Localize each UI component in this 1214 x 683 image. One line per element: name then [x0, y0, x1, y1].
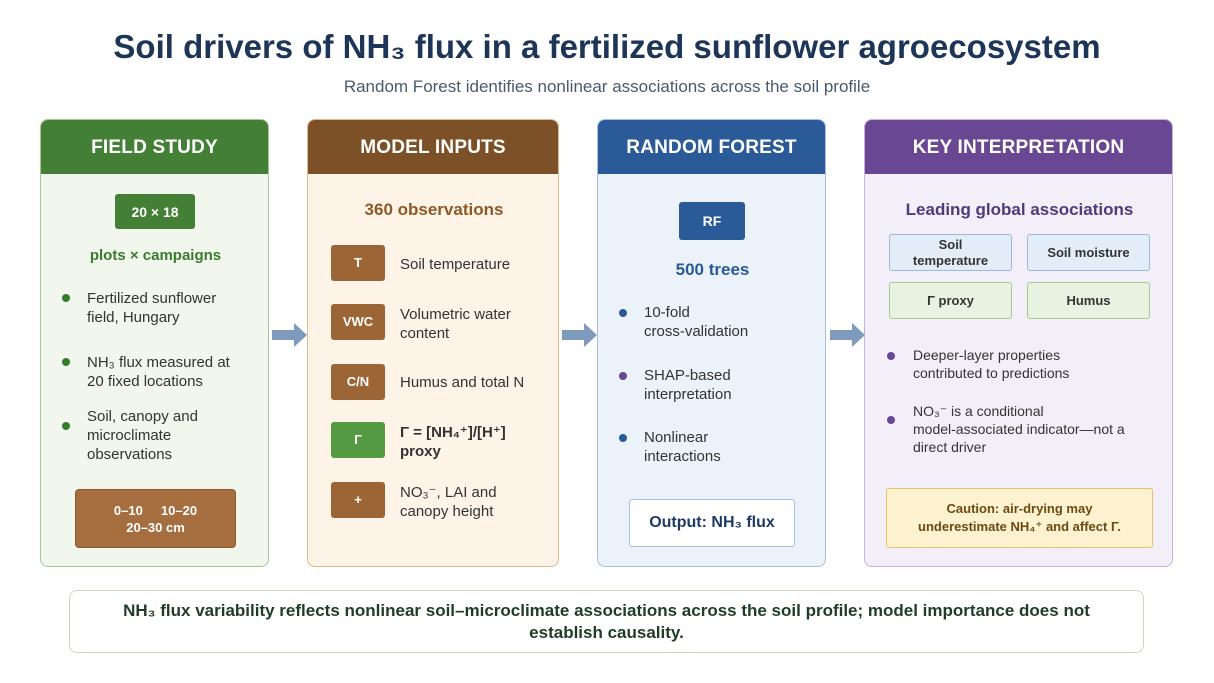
input-tag-cn: C/N — [331, 364, 385, 400]
page-title: Soil drivers of NH₃ flux in a fertilized… — [113, 28, 1101, 65]
arrow-right-icon — [272, 323, 307, 347]
output-box: Output: NH₃ flux — [629, 499, 795, 547]
field-study-panel: FIELD STUDY 20 × 18 plots × campaigns Fe… — [40, 119, 269, 567]
interp-bullet-1: Deeper-layer properties contributed to p… — [913, 347, 1070, 381]
model-inputs-panel: MODEL INPUTS 360 observations T Soil tem… — [307, 119, 559, 567]
conclusion-footer: NH₃ flux variability reflects nonlinear … — [69, 590, 1144, 653]
soil-depth-box: 0–10 10–20 20–30 cm — [75, 489, 236, 548]
leading-associations-title: Leading global associations — [905, 200, 1134, 219]
rf-bullet-3: Nonlinear interactions — [644, 429, 721, 465]
random-forest-header: RANDOM FOREST — [598, 120, 825, 174]
input-label-temperature: Soil temperature — [400, 256, 511, 273]
chip-humus: Humus — [1027, 282, 1150, 319]
bullet-dot — [619, 372, 627, 380]
caution-note: Caution: air-drying may underestimate NH… — [886, 488, 1153, 548]
arrow-right-icon — [830, 323, 865, 347]
plots-campaigns-caption: plots × campaigns — [89, 247, 222, 264]
input-label-other: NO₃⁻, LAI and canopy height — [400, 484, 497, 520]
chip-gamma-proxy: Γ proxy — [889, 282, 1012, 319]
conclusion-text: NH₃ flux variability reflects nonlinear … — [123, 600, 1090, 642]
key-interpretation-panel: KEY INTERPRETATION Leading global associ… — [864, 119, 1173, 567]
page-subtitle: Random Forest identifies nonlinear assoc… — [343, 77, 871, 96]
input-tag-vwc: VWC — [331, 304, 385, 340]
bullet-dot — [887, 352, 895, 360]
bullet-dot — [62, 294, 70, 302]
bullet-dot — [619, 309, 627, 317]
rf-bullet-1: 10-fold cross-validation — [644, 304, 749, 340]
bullet-dot — [887, 416, 895, 424]
rf-badge: RF — [679, 202, 745, 240]
interp-bullet-2: NO₃⁻ is a conditional model-associated i… — [913, 403, 1125, 455]
field-bullet-1: Fertilized sunflower field, Hungary — [87, 290, 217, 326]
plots-campaigns-badge: 20 × 18 — [115, 194, 195, 229]
input-label-vwc: Volumetric water content — [400, 306, 511, 342]
input-label-gamma: Γ = [NH₄⁺]/[H⁺] proxy — [400, 424, 506, 460]
bullet-dot — [619, 434, 627, 442]
trees-count: 500 trees — [675, 260, 750, 279]
random-forest-panel: RANDOM FOREST RF 500 trees 10-fold cross… — [597, 119, 826, 567]
field-bullet-2: NH₃ flux measured at 20 fixed locations — [87, 354, 230, 390]
chip-soil-temperature: Soil temperature — [889, 234, 1012, 271]
bullet-dot — [62, 358, 70, 366]
rf-bullet-2: SHAP-based interpretation — [644, 367, 732, 403]
bullet-dot — [62, 422, 70, 430]
input-label-cn: Humus and total N — [400, 374, 525, 391]
arrow-right-icon — [562, 323, 597, 347]
key-interpretation-header: KEY INTERPRETATION — [865, 120, 1172, 174]
field-study-header: FIELD STUDY — [41, 120, 268, 174]
field-bullet-3: Soil, canopy and microclimate observatio… — [87, 408, 198, 463]
observations-count: 360 observations — [364, 200, 504, 219]
chip-soil-moisture: Soil moisture — [1027, 234, 1150, 271]
input-tag-other: + — [331, 482, 385, 518]
model-inputs-header: MODEL INPUTS — [308, 120, 558, 174]
input-tag-gamma: Γ — [331, 422, 385, 458]
input-tag-temperature: T — [331, 245, 385, 281]
